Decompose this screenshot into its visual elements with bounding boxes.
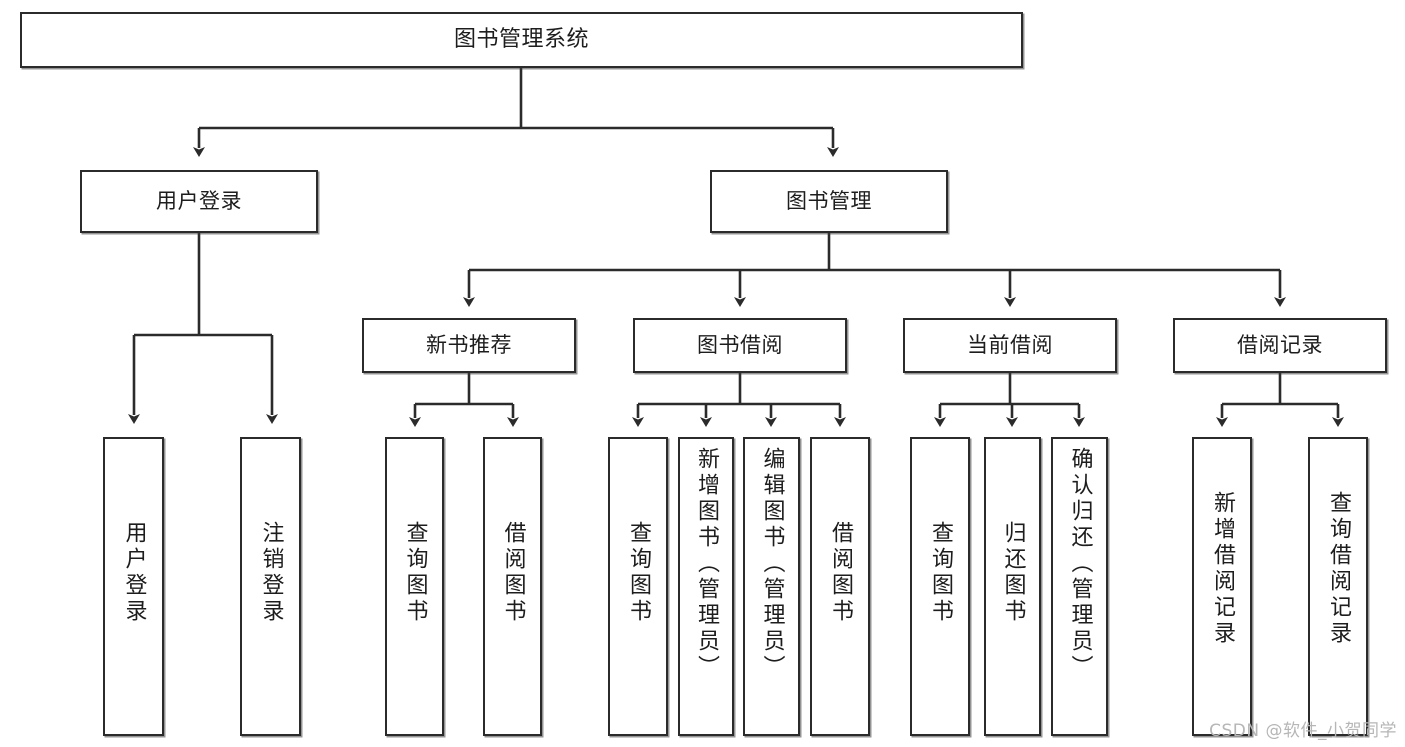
node-borrow-record-label: 借阅记录 (1237, 333, 1323, 358)
node-leaf-borrow-book-1[interactable]: 借阅图书 (483, 437, 542, 736)
node-leaf-query-book-1-label: 查询图书 (402, 521, 428, 625)
node-leaf-add-record-label: 新增借阅记录 (1210, 491, 1235, 647)
node-leaf-add-book[interactable]: 新增图书（管理员） (678, 437, 734, 736)
node-new-book-rec-label: 新书推荐 (426, 333, 512, 358)
node-leaf-logout-label: 注销登录 (258, 521, 284, 625)
node-leaf-query-book-2[interactable]: 查询图书 (608, 437, 668, 736)
node-leaf-return-book-label: 归还图书 (1000, 521, 1026, 625)
node-leaf-confirm-return-label: 确认归还（管理员） (1067, 447, 1093, 681)
node-book-borrow-label: 图书借阅 (697, 333, 783, 358)
node-leaf-query-book-2-label: 查询图书 (626, 521, 651, 625)
node-user-login[interactable]: 用户登录 (80, 170, 318, 233)
node-leaf-user-login-label: 用户登录 (121, 521, 147, 625)
node-leaf-return-book[interactable]: 归还图书 (984, 437, 1041, 736)
node-leaf-add-book-label: 新增图书（管理员） (694, 447, 719, 681)
node-leaf-confirm-return[interactable]: 确认归还（管理员） (1051, 437, 1108, 736)
node-leaf-query-book-1[interactable]: 查询图书 (385, 437, 444, 736)
node-root[interactable]: 图书管理系统 (20, 12, 1023, 68)
csdn-watermark: CSDN @软件_小贺同学 (1209, 721, 1397, 741)
node-root-label: 图书管理系统 (453, 27, 589, 53)
node-leaf-query-book-3-label: 查询图书 (928, 521, 953, 625)
node-leaf-query-record-label: 查询借阅记录 (1326, 491, 1351, 647)
node-leaf-borrow-book-2-label: 借阅图书 (828, 521, 853, 625)
node-leaf-query-record[interactable]: 查询借阅记录 (1308, 437, 1368, 736)
node-book-manage[interactable]: 图书管理 (710, 170, 948, 233)
node-leaf-add-record[interactable]: 新增借阅记录 (1192, 437, 1252, 736)
node-leaf-edit-book-label: 编辑图书（管理员） (759, 447, 785, 681)
node-current-borrow-label: 当前借阅 (967, 333, 1053, 358)
node-book-manage-label: 图书管理 (786, 189, 872, 214)
node-leaf-user-login[interactable]: 用户登录 (103, 437, 164, 736)
node-new-book-rec[interactable]: 新书推荐 (362, 318, 576, 373)
node-leaf-borrow-book-2[interactable]: 借阅图书 (810, 437, 870, 736)
node-user-login-label: 用户登录 (156, 189, 242, 214)
node-leaf-logout[interactable]: 注销登录 (240, 437, 301, 736)
node-leaf-borrow-book-1-label: 借阅图书 (500, 521, 526, 625)
node-current-borrow[interactable]: 当前借阅 (903, 318, 1117, 373)
node-borrow-record[interactable]: 借阅记录 (1173, 318, 1387, 373)
node-book-borrow[interactable]: 图书借阅 (633, 318, 847, 373)
node-leaf-query-book-3[interactable]: 查询图书 (910, 437, 970, 736)
node-leaf-edit-book[interactable]: 编辑图书（管理员） (743, 437, 800, 736)
